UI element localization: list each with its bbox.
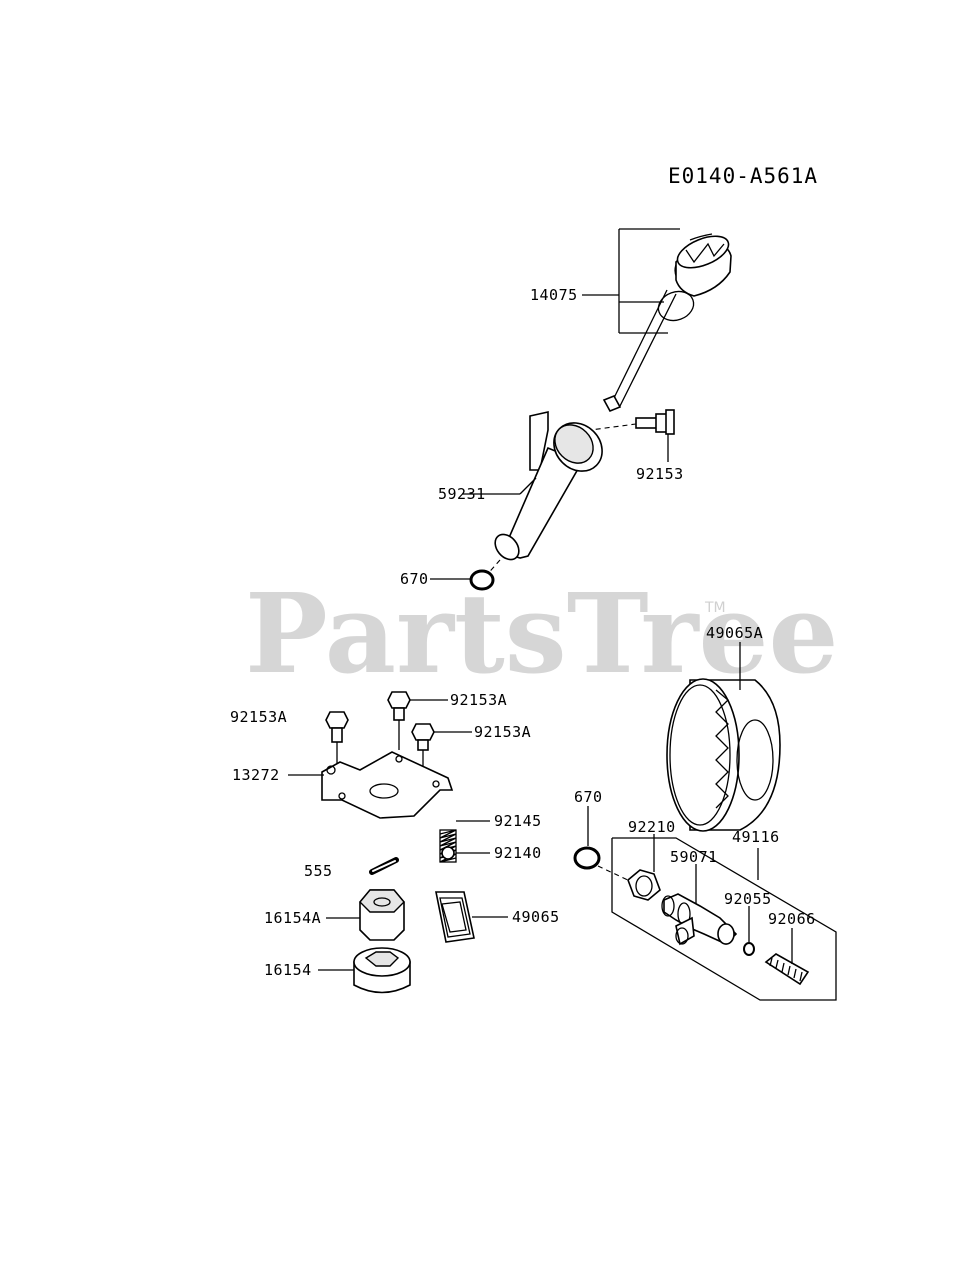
label-49065[interactable]: 49065 [512, 908, 560, 926]
label-13272[interactable]: 13272 [232, 766, 280, 784]
part-gasket[interactable] [435, 891, 475, 943]
label-92210[interactable]: 92210 [628, 818, 676, 836]
label-92055[interactable]: 92055 [724, 890, 772, 908]
part-bolt-92153A-mid[interactable] [387, 691, 411, 750]
label-14075[interactable]: 14075 [530, 286, 578, 304]
part-ring[interactable] [743, 942, 755, 956]
part-bolt-92153A-right[interactable] [411, 723, 435, 768]
part-bolt-92153A-left[interactable] [325, 711, 349, 770]
label-670-right[interactable]: 670 [574, 788, 603, 806]
label-92153A-1[interactable]: 92153A [230, 708, 287, 726]
part-plug[interactable] [764, 953, 810, 986]
label-555[interactable]: 555 [304, 862, 333, 880]
part-dipstick[interactable] [602, 230, 736, 413]
label-92153A-2[interactable]: 92153A [450, 691, 507, 709]
part-pin[interactable] [369, 857, 399, 875]
watermark-trademark: TM [704, 600, 726, 616]
label-92145[interactable]: 92145 [494, 812, 542, 830]
label-49116[interactable]: 49116 [732, 828, 780, 846]
part-oil-filter[interactable] [666, 678, 781, 832]
part-oil-fill-tube[interactable] [483, 411, 612, 579]
label-92066[interactable]: 92066 [768, 910, 816, 928]
part-o-ring-right[interactable] [573, 846, 601, 870]
part-ball[interactable] [441, 846, 455, 860]
bracket-49116 [611, 837, 837, 1001]
label-92153[interactable]: 92153 [636, 465, 684, 483]
label-16154[interactable]: 16154 [264, 961, 312, 979]
part-outer-rotor[interactable] [353, 947, 411, 994]
label-59231[interactable]: 59231 [438, 485, 486, 503]
label-59071[interactable]: 59071 [670, 848, 718, 866]
label-92140[interactable]: 92140 [494, 844, 542, 862]
label-49065A[interactable]: 49065A [706, 624, 763, 642]
part-pump-cover-plate[interactable] [321, 751, 454, 819]
part-o-ring-top[interactable] [469, 569, 495, 591]
label-670-top[interactable]: 670 [400, 570, 429, 588]
diagram-code: E0140-A561A [668, 164, 818, 188]
label-16154A[interactable]: 16154A [264, 909, 321, 927]
label-92153A-3[interactable]: 92153A [474, 723, 531, 741]
part-inner-rotor[interactable] [359, 889, 405, 941]
bracket-14075 [582, 228, 680, 334]
part-nut[interactable] [627, 869, 661, 901]
part-fitting[interactable] [661, 893, 738, 946]
